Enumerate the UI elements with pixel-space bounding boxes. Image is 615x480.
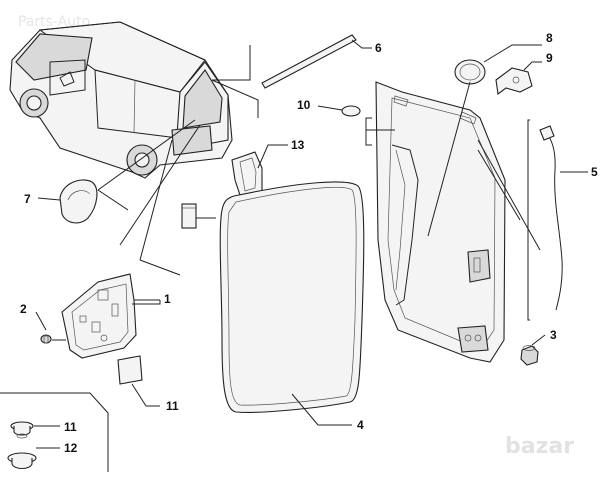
part-12-plug-cap [7,452,37,470]
part-2-clip [40,334,52,344]
part-3-grommet [520,345,539,366]
part-11-foam-pad [117,355,143,385]
callout-8: 8 [546,31,553,45]
part-10-plug [341,105,361,117]
callout-4: 4 [357,418,364,432]
part-11-plug-cap [10,421,34,439]
callout-1: 1 [164,292,171,306]
part-14-block [181,203,197,229]
part-5-wiring-harness [539,125,563,311]
part-1-trim-panel [61,273,137,359]
callout-5: 5 [591,165,598,179]
callout-2: 2 [20,302,27,316]
part-6-roof-seal [261,34,357,89]
watermark-top: Parts-Auto [18,14,91,30]
callout-3: 3 [550,328,557,342]
callout-13: 13 [291,138,305,152]
callout-11-pad: 11 [166,399,179,413]
part-4-door-seal [219,181,365,413]
part-13-bracket [231,151,263,199]
callout-10: 10 [297,98,311,112]
callout-12: 12 [64,441,78,455]
watermark-bottom: bazar [505,434,575,459]
callout-11-cap: 11 [64,420,77,434]
callout-6: 6 [375,41,382,55]
rear-door [375,81,506,363]
part-8-oval-cover [454,59,486,85]
callout-9: 9 [546,51,553,65]
part-9-handle-bracket [495,67,533,95]
part-7-round-cap [59,179,98,224]
van-illustration [9,21,233,179]
callout-7: 7 [24,192,31,206]
